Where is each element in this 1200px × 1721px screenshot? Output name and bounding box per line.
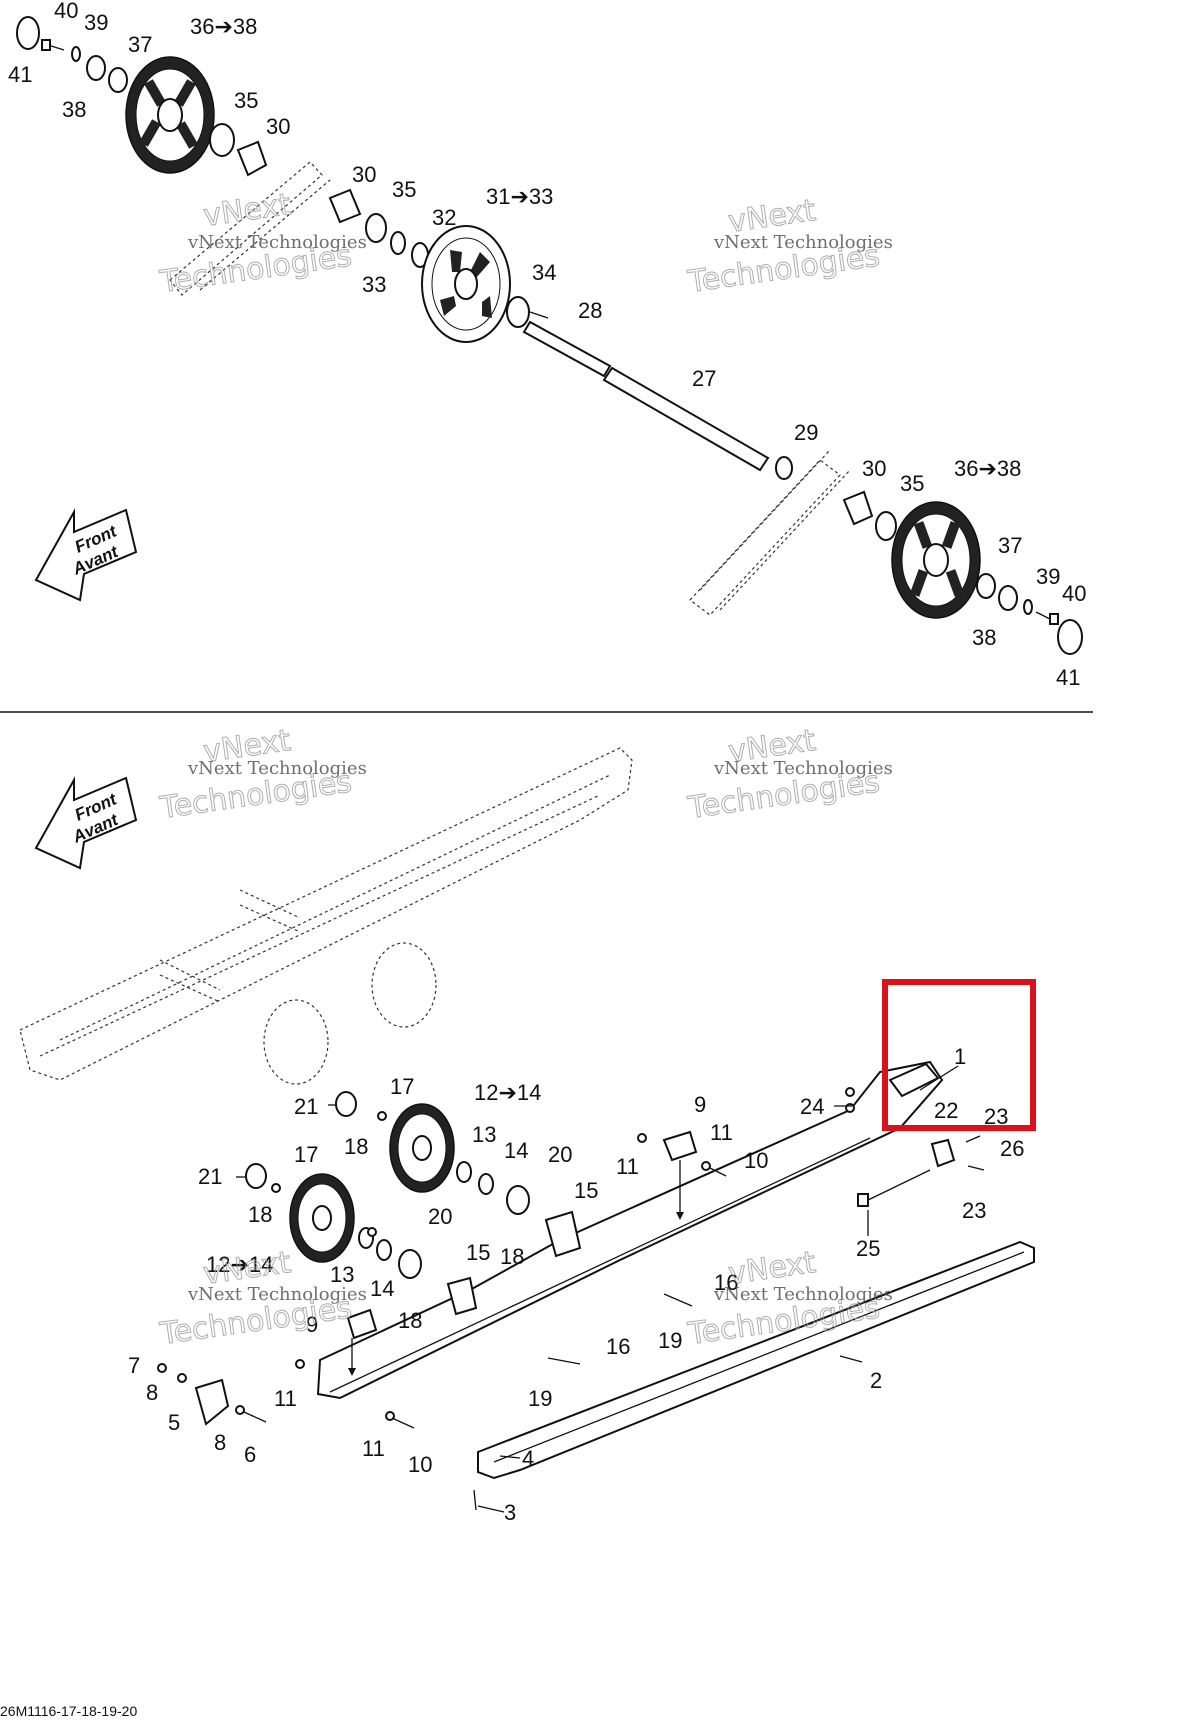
- lower-labels: 1 24 22 23 26 23 25 2 9 11 10 11 17 21 1…: [128, 1044, 1024, 1525]
- watermark-small-2: vNext Technologies: [713, 232, 893, 253]
- upper-labels: 40 39 37 36➔38 41 38 35 30 30 35 32 31➔3…: [8, 0, 1086, 690]
- upper-assembly: [16, 16, 1083, 655]
- label-35: 35: [234, 88, 258, 113]
- label-17: 17: [390, 1074, 414, 1099]
- label-14b: 14: [370, 1276, 394, 1301]
- label-40b: 40: [1062, 581, 1086, 606]
- label-5: 5: [168, 1410, 180, 1435]
- front-arrow-icon-bottom: Front Avant: [34, 776, 138, 870]
- label-34: 34: [532, 260, 556, 285]
- label-33: 33: [362, 272, 386, 297]
- watermark-small-3: vNext Technologies: [187, 758, 367, 779]
- label-18b: 18: [248, 1202, 272, 1227]
- label-12-14: 12➔14: [474, 1080, 541, 1105]
- label-18d: 18: [398, 1308, 422, 1333]
- label-16b: 16: [606, 1334, 630, 1359]
- label-22: 22: [934, 1098, 958, 1123]
- drawing-code: 26M1116-17-18-19-20: [0, 1703, 137, 1719]
- label-18c: 18: [500, 1244, 524, 1269]
- highlight-box-item-1: [882, 979, 1036, 1131]
- label-15b: 15: [466, 1240, 490, 1265]
- label-37: 37: [128, 32, 152, 57]
- label-27: 27: [692, 366, 716, 391]
- label-23b: 23: [962, 1198, 986, 1223]
- label-28: 28: [578, 298, 602, 323]
- label-39: 39: [84, 10, 108, 35]
- label-30: 30: [266, 114, 290, 139]
- watermark-small-5: vNext Technologies: [187, 1284, 367, 1305]
- watermark-small-4: vNext Technologies: [713, 758, 893, 779]
- label-30b: 30: [352, 162, 376, 187]
- label-9: 9: [694, 1092, 706, 1117]
- label-26: 26: [1000, 1136, 1024, 1161]
- label-16: 16: [714, 1270, 738, 1295]
- label-2: 2: [870, 1368, 882, 1393]
- label-20b: 20: [428, 1204, 452, 1229]
- label-15: 15: [574, 1178, 598, 1203]
- label-4: 4: [522, 1446, 534, 1471]
- lower-assembly: [19, 747, 1035, 1511]
- watermark-large-1a: vNext: [201, 187, 293, 234]
- label-36-38b: 36➔38: [954, 456, 1021, 481]
- label-19b: 19: [528, 1386, 552, 1411]
- label-21: 21: [294, 1094, 318, 1119]
- front-arrow-icon-top: Front Avant: [34, 508, 138, 602]
- label-21b: 21: [198, 1164, 222, 1189]
- label-32: 32: [432, 205, 456, 230]
- label-25: 25: [856, 1236, 880, 1261]
- label-41: 41: [8, 62, 32, 87]
- label-11c: 11: [274, 1386, 297, 1411]
- label-24: 24: [800, 1094, 824, 1119]
- label-38b: 38: [972, 625, 996, 650]
- label-19: 19: [658, 1328, 682, 1353]
- label-13: 13: [472, 1122, 496, 1147]
- label-13b: 13: [330, 1262, 354, 1287]
- label-11: 11: [710, 1120, 733, 1145]
- label-10: 10: [744, 1148, 768, 1173]
- label-1: 1: [954, 1044, 966, 1069]
- label-36-38: 36➔38: [190, 14, 257, 39]
- label-8b: 8: [214, 1430, 226, 1455]
- label-3: 3: [504, 1500, 516, 1525]
- label-31-33: 31➔33: [486, 184, 553, 209]
- label-7: 7: [128, 1353, 140, 1378]
- label-10b: 10: [408, 1452, 432, 1477]
- label-35c: 35: [900, 471, 924, 496]
- label-17b: 17: [294, 1142, 318, 1167]
- watermark-small-6: vNext Technologies: [713, 1284, 893, 1305]
- label-14: 14: [504, 1138, 528, 1163]
- label-9b: 9: [306, 1312, 318, 1337]
- label-18: 18: [344, 1134, 368, 1159]
- label-37b: 37: [998, 533, 1022, 558]
- label-6: 6: [244, 1442, 256, 1467]
- label-29: 29: [794, 420, 818, 445]
- label-30c: 30: [862, 456, 886, 481]
- watermark-small-1: vNext Technologies: [187, 232, 367, 253]
- label-41b: 41: [1056, 665, 1080, 690]
- label-11d: 11: [362, 1436, 385, 1461]
- label-20: 20: [548, 1142, 572, 1167]
- label-12-14b: 12➔14: [206, 1252, 273, 1277]
- label-38: 38: [62, 97, 86, 122]
- leader-lines: [236, 311, 959, 1513]
- label-11b: 11: [616, 1154, 639, 1179]
- label-8: 8: [146, 1380, 158, 1405]
- label-40: 40: [54, 0, 78, 23]
- label-35b: 35: [392, 177, 416, 202]
- label-23: 23: [984, 1104, 1008, 1129]
- label-39b: 39: [1036, 564, 1060, 589]
